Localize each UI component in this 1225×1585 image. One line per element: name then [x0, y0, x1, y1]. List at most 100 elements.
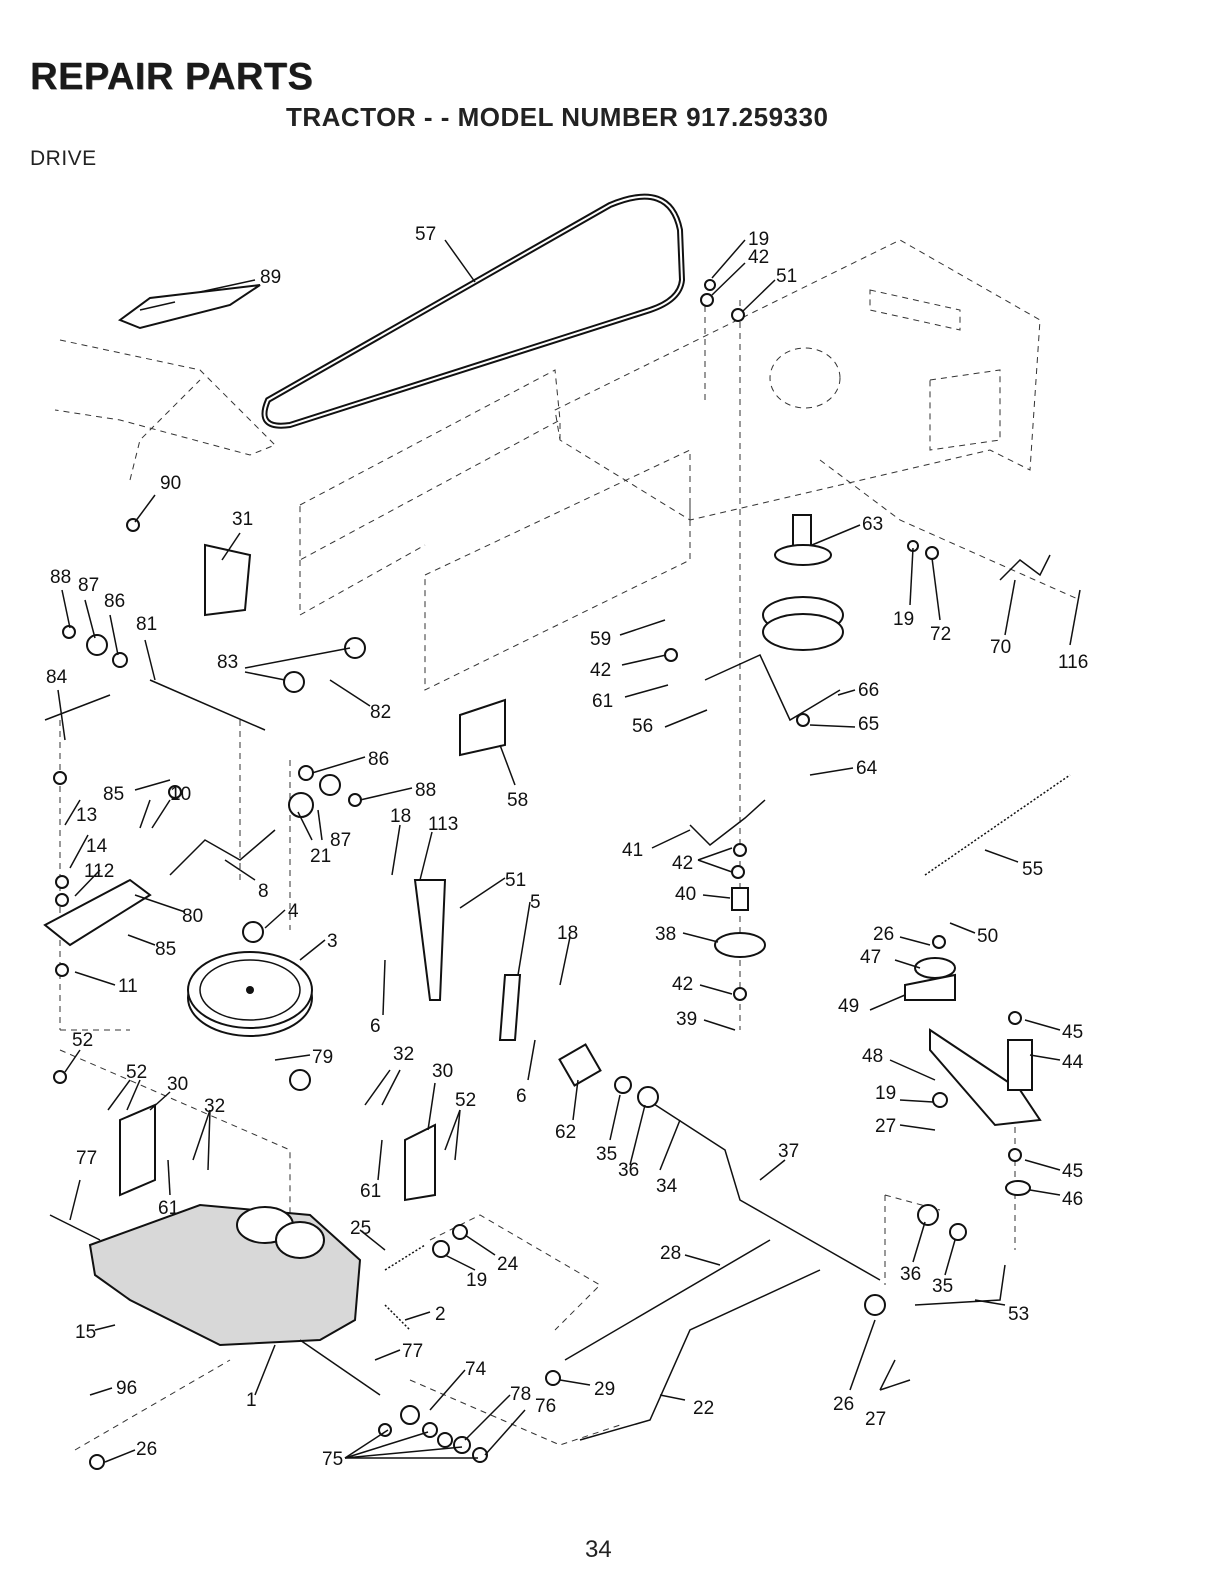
callout-3: 3: [327, 931, 338, 952]
callout-41: 41: [622, 840, 643, 861]
callout-28: 28: [660, 1243, 681, 1264]
transaxle: [49, 1203, 381, 1396]
callout-27: 27: [865, 1409, 886, 1430]
callout-85: 85: [103, 784, 124, 805]
callout-59: 59: [590, 629, 611, 650]
callout-45: 45: [1062, 1022, 1083, 1043]
callout-81: 81: [136, 614, 157, 635]
spring-70: [999, 554, 1051, 581]
callout-89: 89: [260, 267, 281, 288]
callout-30: 30: [432, 1061, 453, 1082]
brake-rod-28: [564, 1239, 771, 1361]
callout-85: 85: [155, 939, 176, 960]
callout-49: 49: [838, 996, 859, 1017]
callout-74: 74: [465, 1359, 487, 1380]
callout-18: 18: [557, 923, 578, 944]
callout-76: 76: [535, 1396, 556, 1417]
shift-lever-8: [169, 829, 276, 876]
callout-87: 87: [330, 830, 351, 851]
callout-46: 46: [1062, 1189, 1083, 1210]
callout-79: 79: [312, 1047, 333, 1068]
callout-88: 88: [415, 780, 436, 801]
callout-39: 39: [676, 1009, 697, 1030]
callout-64: 64: [856, 758, 878, 779]
callout-31: 31: [232, 509, 253, 530]
callout-58: 58: [507, 790, 528, 811]
callout-80: 80: [182, 906, 203, 927]
tube-34: [639, 1094, 881, 1281]
spring-2: [384, 1304, 411, 1331]
callout-5: 5: [530, 892, 541, 913]
callout-labels: 57 19 42 51 89 90 31 63 19 72 70 116 88 …: [46, 224, 1088, 1470]
callout-116: 116: [1058, 652, 1088, 673]
rod-53: [914, 1264, 1006, 1306]
idler-arm-48: [929, 1028, 1042, 1127]
plate-30a: [119, 1103, 156, 1197]
callout-6: 6: [516, 1086, 527, 1107]
callout-86: 86: [368, 749, 389, 770]
section-label: DRIVE: [30, 147, 97, 170]
callout-65: 65: [858, 714, 879, 735]
callout-6: 6: [370, 1016, 381, 1037]
spring-25: [384, 1244, 426, 1271]
callout-48: 48: [862, 1046, 883, 1067]
callout-50: 50: [977, 926, 998, 947]
callout-36: 36: [618, 1160, 639, 1181]
callout-51: 51: [505, 870, 526, 891]
callout-2: 2: [435, 1304, 446, 1325]
callout-42: 42: [672, 853, 693, 874]
bracket-5: [498, 974, 522, 1041]
callout-19: 19: [893, 609, 914, 630]
drive-belt: [261, 193, 686, 429]
spacer-40: [731, 887, 749, 911]
callout-15: 15: [75, 1322, 96, 1343]
callout-62: 62: [555, 1122, 576, 1143]
bracket-31: [204, 543, 252, 617]
callout-53: 53: [1008, 1304, 1029, 1325]
callout-32: 32: [393, 1044, 414, 1065]
page-title: REPAIR PARTS: [30, 56, 314, 98]
callout-44: 44: [1062, 1052, 1084, 1073]
callout-90: 90: [160, 473, 181, 494]
callout-34: 34: [656, 1176, 678, 1197]
callout-35: 35: [932, 1276, 953, 1297]
hardware: [53, 279, 1031, 1470]
engine-pulley: [762, 514, 844, 651]
callout-87: 87: [78, 575, 99, 596]
callout-96: 96: [116, 1378, 137, 1399]
callout-32: 32: [204, 1096, 225, 1117]
callout-11: 11: [118, 976, 138, 997]
callout-29: 29: [594, 1379, 615, 1400]
callout-83: 83: [217, 652, 238, 673]
callout-52: 52: [72, 1030, 93, 1051]
callout-42: 42: [590, 660, 611, 681]
page-number: 34: [585, 1536, 612, 1563]
callout-40: 40: [675, 884, 696, 905]
callout-82: 82: [370, 702, 391, 723]
bushing-44: [1007, 1039, 1033, 1091]
callout-51: 51: [776, 266, 797, 287]
callout-18: 18: [390, 806, 411, 827]
callout-55: 55: [1022, 859, 1043, 880]
callout-45: 45: [1062, 1161, 1083, 1182]
callout-75: 75: [322, 1449, 343, 1470]
bushing-62: [558, 1043, 602, 1087]
brake-rod-22: [579, 1269, 821, 1441]
tension-spring: [924, 774, 1071, 876]
bracket-49: [904, 973, 956, 1001]
transaxle-pulley: [187, 951, 313, 1037]
leader-lines: [57, 239, 1081, 1463]
model-subtitle: TRACTOR - - MODEL NUMBER 917.259330: [286, 102, 829, 132]
shift-plate: [117, 284, 261, 330]
callout-113: 113: [428, 814, 458, 835]
clutch-rod-81: [149, 679, 266, 731]
idler-bracket-41: [689, 799, 766, 846]
callout-37: 37: [778, 1141, 799, 1162]
callout-42: 42: [748, 247, 769, 268]
callout-30: 30: [167, 1074, 188, 1095]
callout-70: 70: [990, 637, 1011, 658]
callout-88: 88: [50, 567, 71, 588]
callout-61: 61: [360, 1181, 381, 1202]
callout-4: 4: [288, 901, 299, 922]
